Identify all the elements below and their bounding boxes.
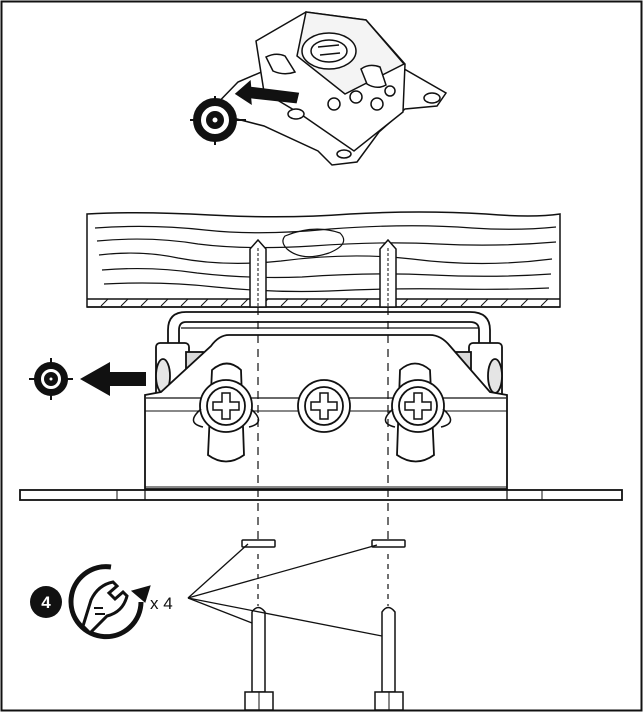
top-center-lines — [317, 44, 341, 56]
wood-ceiling — [86, 211, 561, 308]
ceiling-hatch — [100, 298, 549, 307]
screw-right — [384, 379, 452, 433]
left-arrow-icon — [80, 362, 146, 396]
side-knob-right — [487, 358, 503, 394]
step-number: 4 — [41, 593, 51, 612]
target-icon — [190, 96, 246, 145]
target-icon-left — [29, 358, 73, 400]
top-base-hole-1 — [287, 108, 305, 120]
top-mount-perspective — [204, 11, 448, 166]
base-plate — [19, 489, 623, 501]
top-bracket — [167, 311, 491, 359]
top-screw-3 — [370, 97, 384, 111]
top-screw-4 — [384, 85, 396, 97]
leader-lines — [187, 543, 383, 637]
washers — [241, 539, 406, 548]
top-base-hole-3 — [336, 149, 352, 159]
top-slot-right — [360, 64, 387, 88]
bolt-right-shaft — [381, 606, 396, 693]
top-slot-left — [264, 53, 297, 75]
main-mount — [19, 311, 623, 501]
top-screw-1 — [327, 97, 341, 111]
bolt-left-shaft — [251, 606, 266, 693]
screw-left — [192, 379, 260, 433]
wood-grain-2 — [96, 238, 557, 249]
top-base-hole-2 — [423, 92, 441, 104]
washer-right — [371, 539, 406, 548]
alignment-lines — [257, 307, 389, 606]
wood-anchors — [249, 238, 397, 308]
wood-grain-1 — [94, 225, 557, 234]
wood-beam — [86, 211, 561, 308]
quantity-label: x 4 — [150, 594, 173, 613]
screw-center — [297, 379, 351, 433]
top-center-hole-inner — [310, 39, 348, 63]
wood-grain-3 — [98, 252, 553, 265]
wood-grain-4 — [101, 267, 552, 279]
washer-left — [241, 539, 276, 548]
wood-grain-5 — [103, 282, 550, 293]
wrench-rotate-icon — [68, 564, 151, 640]
step-badge: 4 — [30, 586, 62, 618]
top-screw-2 — [349, 90, 363, 104]
top-slide-arrow — [234, 79, 300, 106]
wood-knot — [282, 228, 345, 258]
bolts — [244, 606, 404, 711]
